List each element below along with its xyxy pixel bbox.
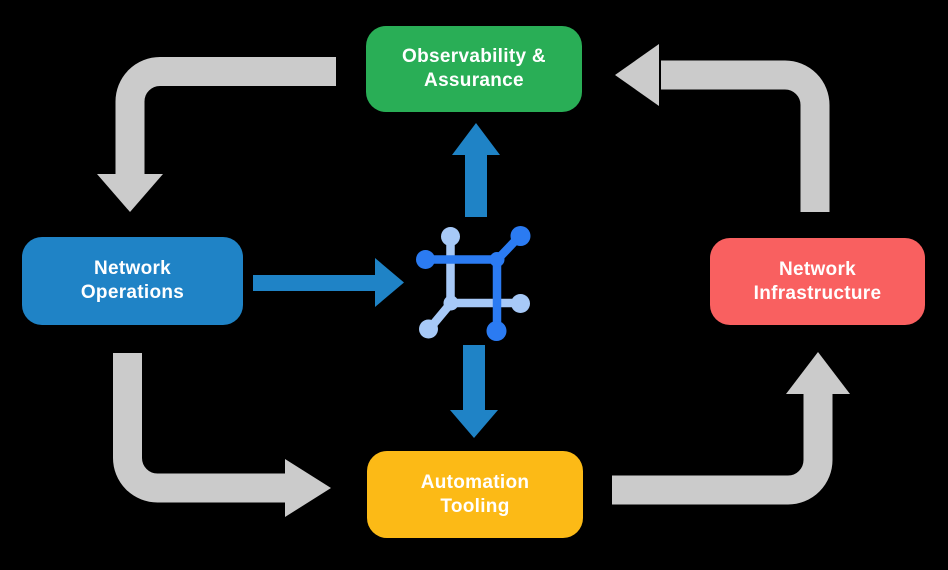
arrow-center-to-automation	[450, 345, 498, 438]
arrow-infrastructure-to-observability	[615, 44, 830, 212]
arrow-operations-to-automation	[113, 353, 331, 517]
icon-dark-dots	[416, 226, 531, 341]
icon-light-top-dot	[441, 227, 460, 246]
arrow-head	[786, 352, 850, 394]
arrow-operations-to-center	[253, 258, 404, 307]
node-label: Network Operations	[80, 258, 185, 303]
node-network-infrastructure: Network Infrastructure	[710, 238, 925, 325]
icon-dark-bottom-dot	[486, 321, 507, 341]
arrow-shaft	[113, 353, 287, 503]
node-label: Automation Tooling	[420, 471, 530, 517]
icon-light-bottomleft-dot	[419, 319, 438, 339]
arrow-shaft	[661, 60, 830, 212]
icon-light-corner-node	[443, 295, 459, 311]
node-network-operations: Network Operations	[22, 237, 243, 325]
node-label: Observability & Assurance	[402, 46, 546, 91]
arrow-shaft	[115, 57, 336, 176]
arrow-head	[97, 174, 163, 212]
icon-light-dots	[419, 227, 530, 339]
icon-dark-corner-node	[489, 252, 505, 267]
arrow-head	[615, 44, 659, 106]
arrow-head	[285, 459, 331, 517]
icon-dark-left-dot	[416, 250, 435, 269]
network-mesh-icon	[416, 226, 531, 341]
node-automation-tooling: Automation Tooling	[367, 451, 583, 538]
arrow-shaft	[612, 392, 833, 505]
arrow-automation-to-infrastructure	[612, 352, 850, 505]
arrow-observability-to-operations	[97, 57, 336, 212]
arrow-center-to-observability	[452, 123, 500, 217]
icon-light-right-dot	[511, 294, 530, 313]
node-observability-assurance: Observability & Assurance	[366, 26, 582, 112]
icon-dark-topright-dot	[510, 226, 531, 246]
node-label: Network Infrastructure	[753, 258, 882, 304]
